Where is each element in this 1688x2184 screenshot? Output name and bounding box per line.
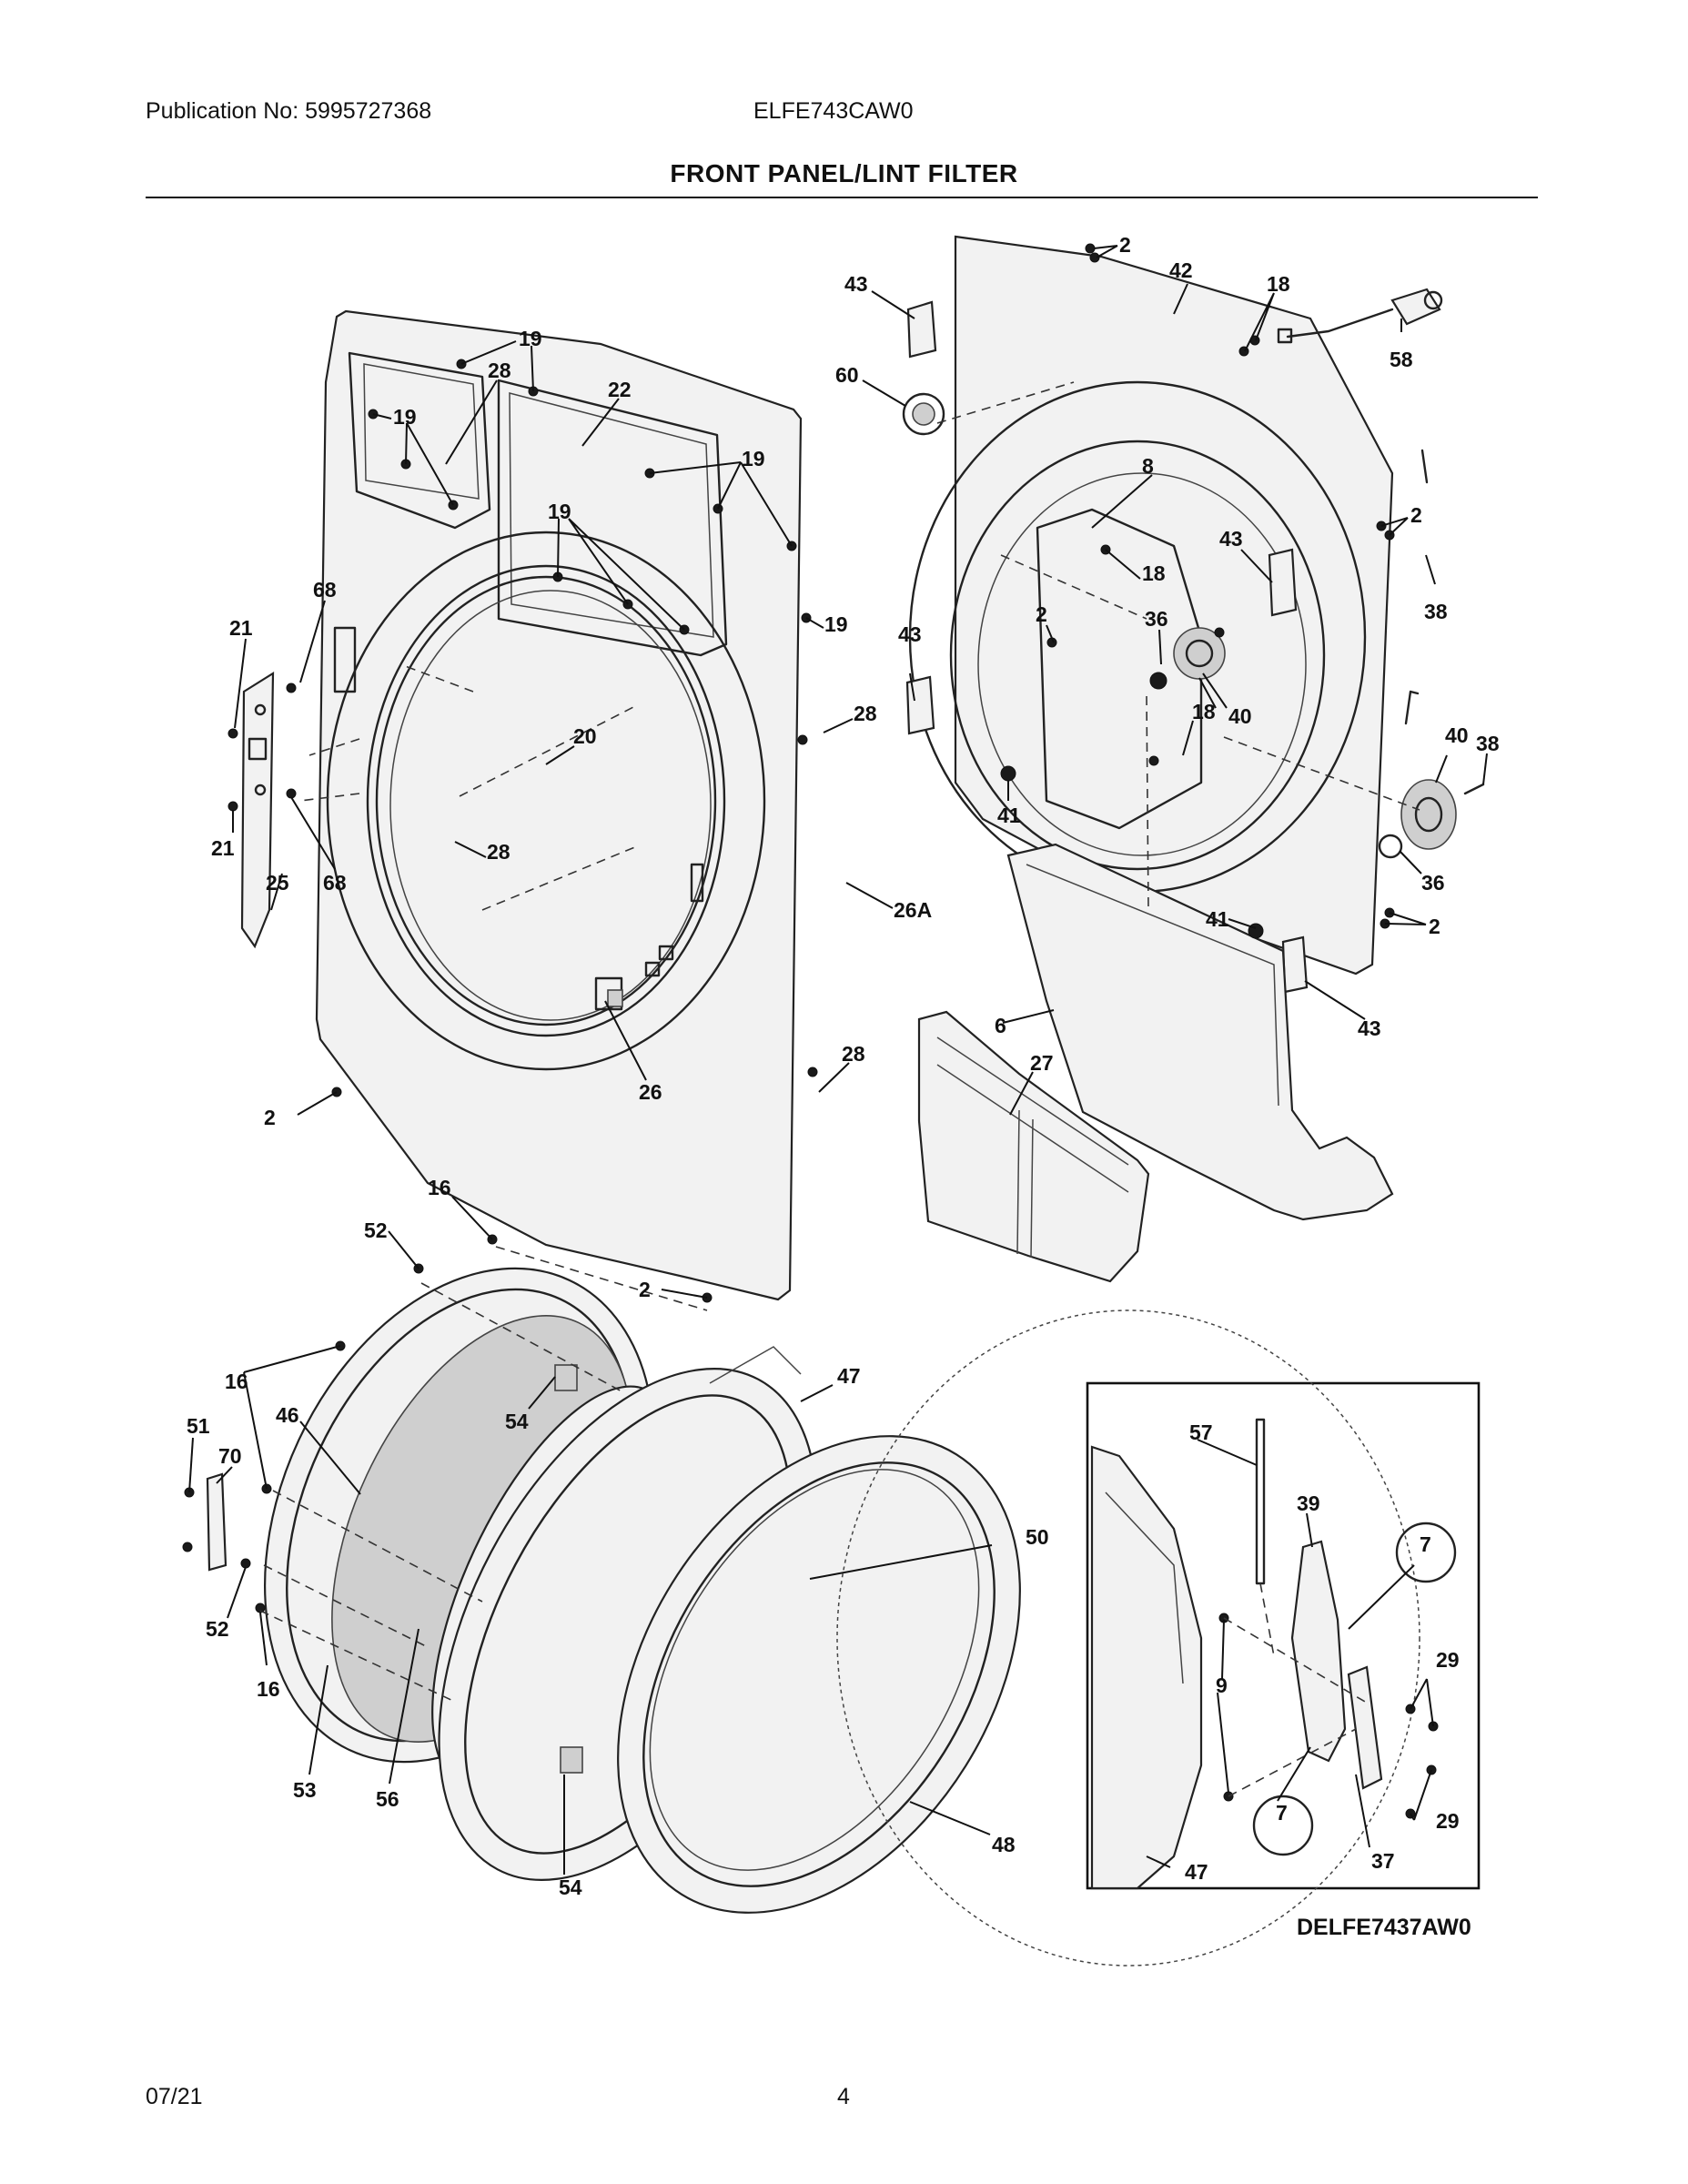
callout-label: 21 (229, 616, 253, 640)
callout-label: 36 (1421, 871, 1445, 895)
callout-label: 28 (488, 359, 511, 382)
callout-label: 29 (1436, 1809, 1460, 1833)
callout-label: 27 (1030, 1051, 1054, 1075)
inset-detail-box (836, 1309, 1481, 1967)
callout-label: 2 (1410, 503, 1422, 527)
callout-label: 36 (1145, 607, 1168, 631)
callout-label: 20 (573, 724, 597, 748)
callout-label: 68 (313, 578, 337, 602)
page-number: 4 (837, 2084, 850, 2109)
callout-label: 54 (559, 1876, 582, 1899)
callout-label: 52 (206, 1617, 229, 1641)
alignment-lines (259, 381, 1420, 1797)
callout-label: 19 (824, 612, 848, 636)
callout-label: 7 (1420, 1532, 1431, 1556)
drawing-code: DELFE7437AW0 (1297, 1915, 1471, 1940)
callout-label: 26A (894, 898, 932, 922)
callout-label: 7 (1276, 1801, 1288, 1825)
callout-label: 2 (1036, 602, 1047, 626)
callout-label: 19 (742, 447, 765, 470)
lint-filter-part (917, 1010, 1150, 1283)
callout-label: 28 (854, 702, 877, 725)
footer-date: 07/21 (146, 2084, 203, 2109)
callout-labels: 2 43 42 18 58 60 19 28 19 22 19 8 19 2 4… (187, 233, 1500, 1899)
callout-label: 43 (898, 622, 922, 646)
callout-label: 37 (1371, 1849, 1395, 1873)
callout-label: 2 (639, 1278, 651, 1301)
title-rule (146, 197, 1538, 198)
callout-label: 26 (639, 1080, 662, 1104)
callout-label: 2 (264, 1106, 276, 1129)
callout-label: 41 (1206, 907, 1229, 931)
callout-label: 47 (837, 1364, 861, 1388)
callout-label: 18 (1142, 561, 1166, 585)
callout-label: 16 (428, 1176, 451, 1199)
callout-label: 41 (997, 804, 1021, 827)
leader-lines (188, 245, 1488, 1875)
callout-label: 40 (1445, 723, 1469, 747)
callout-label: 22 (608, 378, 632, 401)
callout-label: 57 (1189, 1421, 1213, 1444)
callout-label: 47 (1185, 1860, 1208, 1884)
callout-label: 28 (487, 840, 510, 864)
callout-label: 21 (211, 836, 235, 860)
callout-label: 8 (1142, 454, 1154, 478)
callout-label: 6 (995, 1014, 1006, 1037)
callout-label: 48 (992, 1833, 1016, 1856)
callout-label: 29 (1436, 1648, 1460, 1672)
model-number: ELFE743CAW0 (753, 98, 914, 124)
front-panel-part (315, 309, 803, 1301)
callout-label: 58 (1390, 348, 1413, 371)
callout-label: 9 (1216, 1673, 1228, 1697)
door-assembly-part (206, 1267, 1021, 1914)
callout-label: 28 (842, 1042, 865, 1066)
callout-label: 40 (1228, 704, 1252, 728)
callout-label: 38 (1476, 732, 1500, 755)
callout-label: 25 (266, 871, 289, 895)
callout-label: 43 (844, 272, 868, 296)
callout-label: 2 (1119, 233, 1131, 257)
callout-label: 18 (1267, 272, 1290, 296)
callout-label: 54 (505, 1410, 529, 1433)
callout-label: 2 (1429, 915, 1440, 938)
callout-label: 53 (293, 1778, 317, 1802)
callout-label: 16 (225, 1370, 248, 1393)
callout-label: 68 (323, 871, 347, 895)
callout-label: 19 (519, 327, 542, 350)
callout-label: 70 (218, 1444, 242, 1468)
callout-label: 56 (376, 1787, 399, 1811)
callout-label: 46 (276, 1403, 299, 1427)
lint-filter-housing-part (1006, 843, 1394, 1221)
callout-label: 39 (1297, 1491, 1320, 1515)
callout-label: 50 (1026, 1525, 1049, 1549)
callout-label: 60 (835, 363, 859, 387)
callout-label: 16 (257, 1677, 280, 1701)
front-bulkhead-part (902, 235, 1485, 994)
callout-label: 38 (1424, 600, 1448, 623)
page-title: FRONT PANEL/LINT FILTER (670, 159, 1018, 187)
publication-number: Publication No: 5995727368 (146, 98, 432, 124)
callout-label: 19 (548, 500, 571, 523)
callout-label: 43 (1219, 527, 1243, 551)
callout-label: 19 (393, 405, 417, 429)
hinge-bracket-part (240, 671, 275, 949)
callout-label: 52 (364, 1218, 388, 1242)
callout-label: 42 (1169, 258, 1193, 282)
callout-label: 51 (187, 1414, 210, 1438)
callout-label: 18 (1192, 700, 1216, 723)
callout-label: 43 (1358, 1016, 1381, 1040)
